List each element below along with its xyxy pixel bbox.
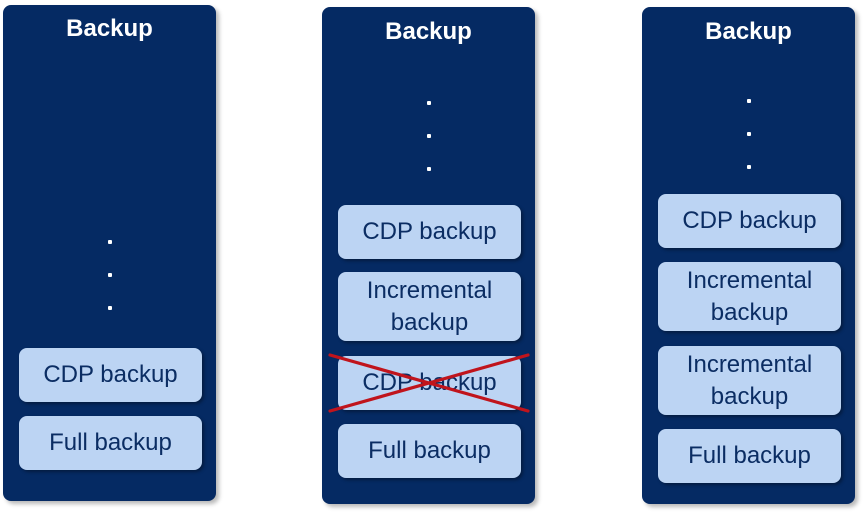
backup-column-1: Backup CDP backup Full backup [3, 5, 216, 501]
ellipsis-dots [425, 98, 433, 178]
backup-block-full: Full backup [19, 416, 202, 470]
backup-block-incremental: Incremental backup [658, 262, 841, 331]
backup-block-cdp: CDP backup [658, 194, 841, 248]
backup-block-full: Full backup [658, 429, 841, 483]
column-title: Backup [385, 18, 472, 45]
ellipsis-dots [106, 238, 114, 318]
ellipsis-dots [745, 98, 753, 178]
backup-column-3: Backup CDP backup Incremental backup Inc… [642, 7, 855, 504]
backup-block-full: Full backup [338, 424, 521, 478]
backup-block-incremental: Incremental backup [658, 346, 841, 415]
backup-column-2: Backup CDP backup Incremental backup CDP… [322, 7, 535, 504]
column-title: Backup [705, 18, 792, 45]
backup-block-cdp-removed: CDP backup [338, 356, 521, 410]
backup-block-incremental: Incremental backup [338, 272, 521, 341]
column-title: Backup [66, 15, 153, 42]
backup-block-cdp: CDP backup [19, 348, 202, 402]
backup-block-cdp: CDP backup [338, 205, 521, 259]
